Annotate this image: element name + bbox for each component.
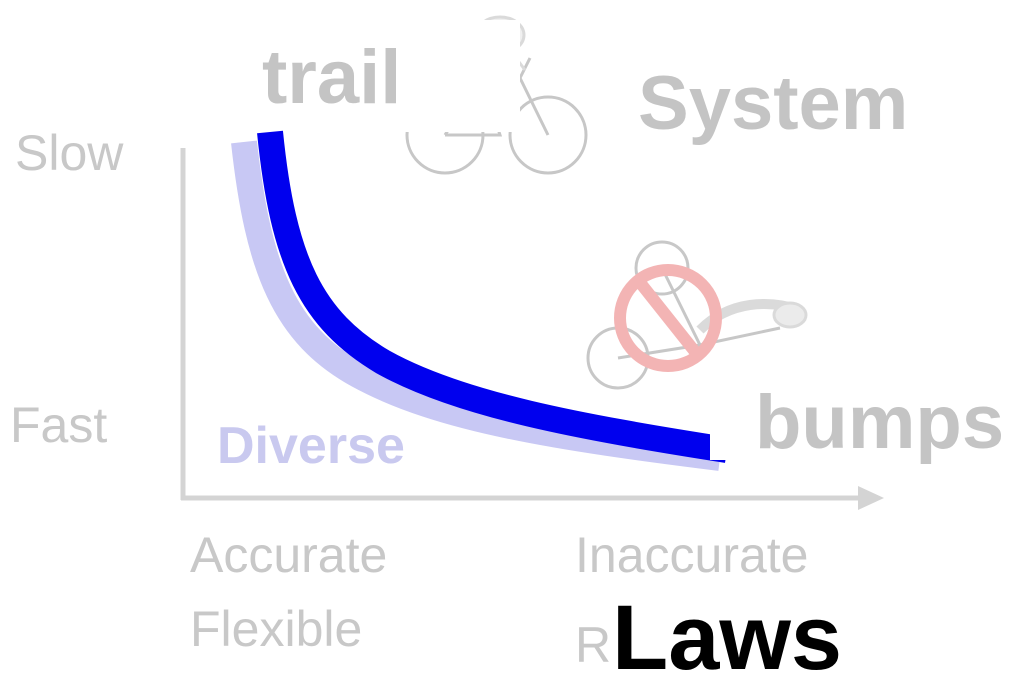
tradeoff-curve (257, 130, 730, 463)
x-axis-label-r: R (575, 617, 612, 673)
bumps-backdrop (710, 380, 1025, 460)
tag-bumps: bumps (755, 380, 1005, 465)
x-axis-label-flexible: Flexible (190, 601, 363, 657)
tag-laws: Laws (612, 587, 843, 681)
x-axis-label-accurate: Accurate (190, 527, 388, 583)
trail-backdrop (258, 20, 520, 132)
no-entry-sign-icon (614, 264, 722, 372)
x-axis-label-inaccurate: Inaccurate (575, 527, 809, 583)
tradeoff-curve-shadow (231, 140, 722, 471)
y-axis-label-fast: Fast (10, 397, 108, 453)
y-axis-label-slow: Slow (15, 125, 124, 181)
inaccurate-mask (560, 567, 880, 587)
tag-system: System (638, 61, 909, 146)
x-axis-arrowhead (858, 486, 884, 510)
axes (180, 148, 884, 510)
tag-diverse: Diverse (217, 417, 405, 475)
tag-trail: trail (262, 35, 402, 120)
